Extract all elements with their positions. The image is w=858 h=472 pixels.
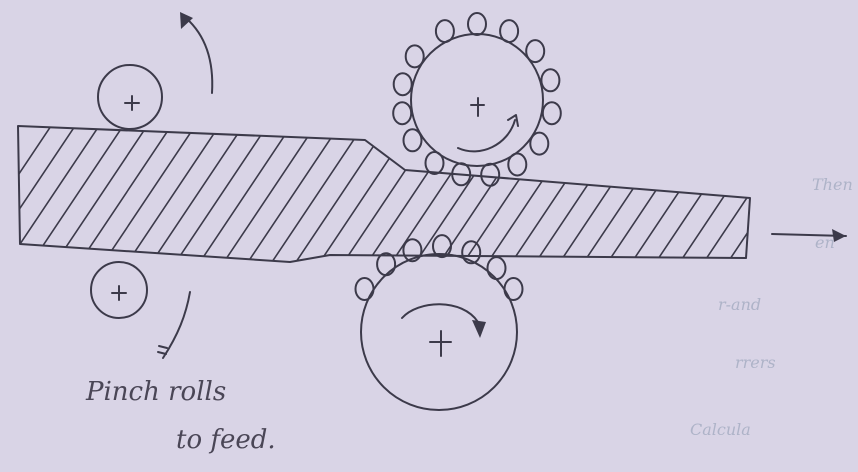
hatch-line xyxy=(0,120,79,262)
roll-stud xyxy=(394,73,412,95)
hatch-line xyxy=(32,120,127,262)
hatch-line xyxy=(152,120,247,262)
lower-studded-roll xyxy=(356,235,523,410)
caption-line-2: to feed. xyxy=(176,425,276,455)
hatch-line xyxy=(80,120,175,262)
roll-stud xyxy=(393,102,411,124)
hatch-line xyxy=(200,120,295,262)
hatch-line xyxy=(56,120,151,262)
feed-direction-arrow xyxy=(772,229,846,242)
center-mark xyxy=(125,96,139,110)
roll-stud xyxy=(481,164,499,186)
hatch-line xyxy=(296,120,391,262)
bleed-word: Calcula xyxy=(690,420,751,439)
roll-stud xyxy=(377,253,395,275)
hatch-line xyxy=(248,120,343,262)
center-mark xyxy=(471,98,484,116)
roll-stud xyxy=(488,257,506,279)
hatch-line xyxy=(464,120,559,262)
strip-hatching xyxy=(0,120,858,262)
hatch-line xyxy=(440,120,535,262)
hatch-line xyxy=(704,120,799,262)
bleed-through-text: Then en r-and rrers Calcula xyxy=(690,175,853,439)
roll-stud xyxy=(543,102,561,124)
hatch-line xyxy=(680,120,775,262)
hatch-line xyxy=(560,120,655,262)
hatch-line xyxy=(176,120,271,262)
rotation-arrow xyxy=(402,304,478,322)
hatch-line xyxy=(8,120,103,262)
hatch-line xyxy=(512,120,607,262)
arrowhead xyxy=(472,320,486,338)
roll-stud xyxy=(468,13,486,35)
hatch-line xyxy=(416,120,511,262)
rotation-arrow-up xyxy=(180,12,212,93)
hatch-line xyxy=(728,120,823,262)
roll-stud xyxy=(541,69,559,91)
hatch-line xyxy=(104,120,199,262)
hatch-line xyxy=(128,120,223,262)
lower-pinch-roll xyxy=(91,262,147,318)
caption-line-1: Pinch rolls xyxy=(85,377,226,407)
upper-pinch-roll xyxy=(98,65,162,129)
roll-stud xyxy=(505,278,523,300)
bleed-word: rrers xyxy=(735,353,776,372)
upper-studded-roll xyxy=(393,13,561,186)
strip-outline xyxy=(18,126,750,262)
center-mark xyxy=(430,331,451,356)
rotation-arrow xyxy=(458,120,515,151)
caption-leader-line xyxy=(158,292,190,358)
hatch-line xyxy=(224,120,319,262)
workpiece-strip xyxy=(0,120,858,262)
hatch-line xyxy=(272,120,367,262)
roll-stud xyxy=(356,278,374,300)
center-mark xyxy=(112,286,126,300)
hatch-line xyxy=(632,120,727,262)
hatch-line xyxy=(536,120,631,262)
caption: Pinch rolls to feed. xyxy=(85,377,276,455)
bleed-word: r-and xyxy=(718,295,761,314)
bleed-word: Then xyxy=(812,175,853,194)
